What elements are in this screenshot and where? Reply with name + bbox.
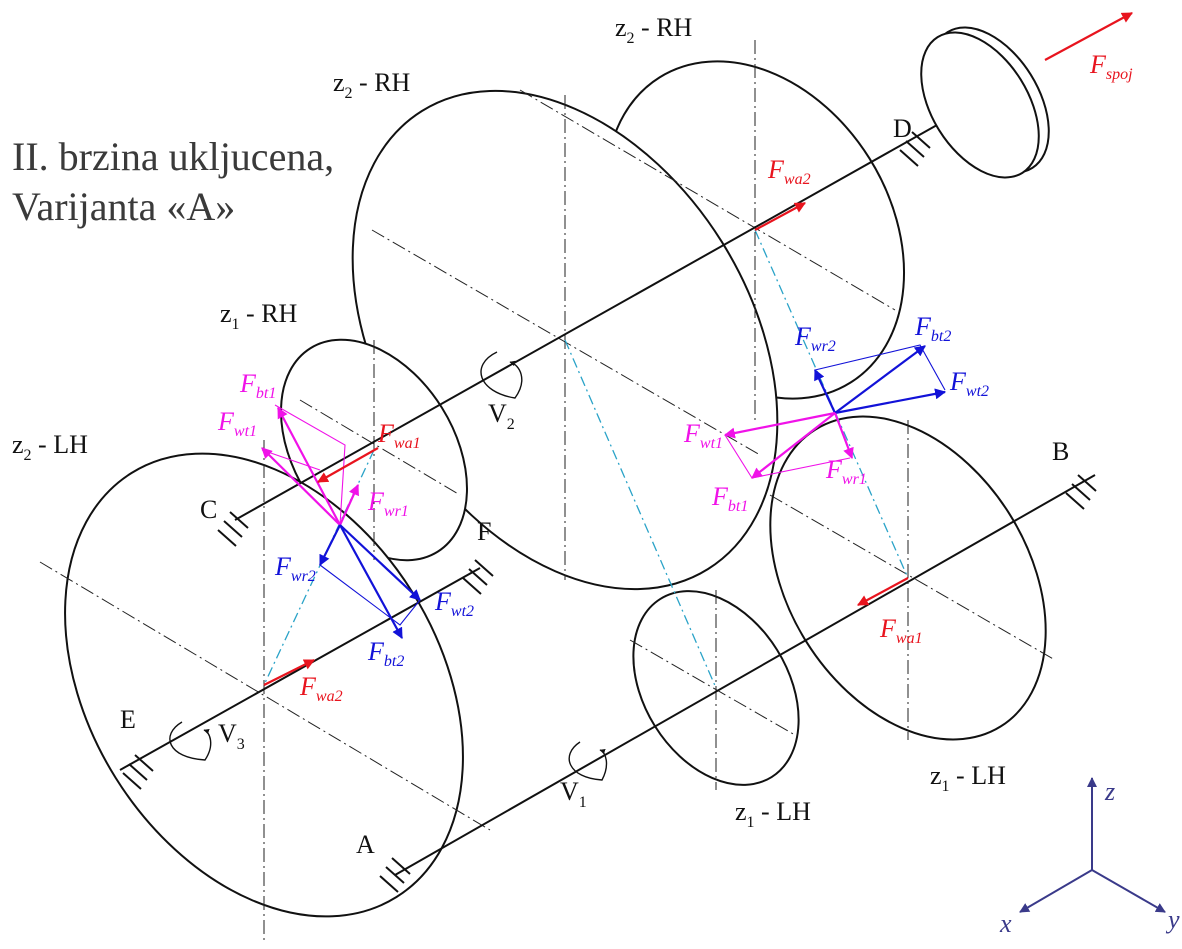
force-label-f-wt1-left: Fwt1 — [217, 407, 257, 440]
force-label-f-wt2-left: Fwt2 — [434, 587, 474, 620]
force-label-f-wa2-left: Fwa2 — [299, 672, 343, 705]
force-label-f-bt2-left: Fbt2 — [367, 637, 404, 670]
force-label-f-bt1-right: Fbt1 — [711, 482, 748, 515]
coord-label-y: y — [1165, 905, 1180, 934]
force-label-f-wr1-left: Fwr1 — [367, 487, 409, 520]
shafts — [119, 97, 1096, 876]
bearing-label-f: F — [477, 517, 491, 546]
gear-label-z2-rh: z2 - RH — [333, 68, 411, 102]
gear-label-z2-lh: z2 - LH — [12, 430, 88, 464]
shaft-label-v1: V1 — [560, 777, 587, 811]
coord-label-z: z — [1104, 777, 1115, 806]
rotation-arrows — [169, 351, 608, 781]
coordinate-system — [1019, 777, 1166, 913]
bearing-label-a: A — [356, 830, 375, 859]
force-label-f-wr2-left: Fwr2 — [274, 552, 316, 585]
shaft-label-v2: V2 — [488, 399, 515, 433]
force-label-f-bt2-right: Fbt2 — [914, 312, 951, 345]
bearing-marks — [122, 131, 1097, 893]
force-label-f-wa1-left: Fwa1 — [377, 419, 421, 452]
force-label-f-bt1-left: Fbt1 — [239, 369, 276, 402]
force-label-f-wt2-right: Fwt2 — [949, 367, 989, 400]
center-lines — [39, 40, 1056, 940]
bearing-label-d: D — [893, 114, 912, 143]
bearing-label-c: C — [200, 495, 217, 524]
gear-label-z1-rh: z1 - RH — [220, 299, 298, 333]
right-mesh-forces — [723, 12, 1133, 606]
force-label-f-spoj: Fspoj — [1089, 50, 1133, 83]
force-label-f-wr2-right: Fwr2 — [794, 322, 836, 355]
gear-label-z1-lh-right: z1 - LH — [930, 761, 1006, 795]
diagram-title-line2: Varijanta «A» — [12, 184, 236, 229]
diagram-title-line1: II. brzina ukljucena, — [12, 134, 335, 179]
force-label-f-wa1-right: Fwa1 — [879, 614, 923, 647]
shaft-label-v3: V3 — [218, 719, 245, 753]
bearing-label-e: E — [120, 705, 136, 734]
gear-label-z2-rh-top: z2 - RH — [615, 13, 693, 47]
force-label-f-wr1-right: Fwr1 — [825, 455, 867, 488]
force-label-f-wa2-top: Fwa2 — [767, 155, 811, 188]
gear-label-z1-lh: z1 - LH — [735, 797, 811, 831]
coord-label-x: x — [999, 909, 1012, 938]
left-mesh-forces — [261, 404, 421, 686]
bearing-label-b: B — [1052, 437, 1069, 466]
force-label-f-wt1-right: Fwt1 — [683, 419, 723, 452]
coupling-disc — [920, 26, 1050, 179]
